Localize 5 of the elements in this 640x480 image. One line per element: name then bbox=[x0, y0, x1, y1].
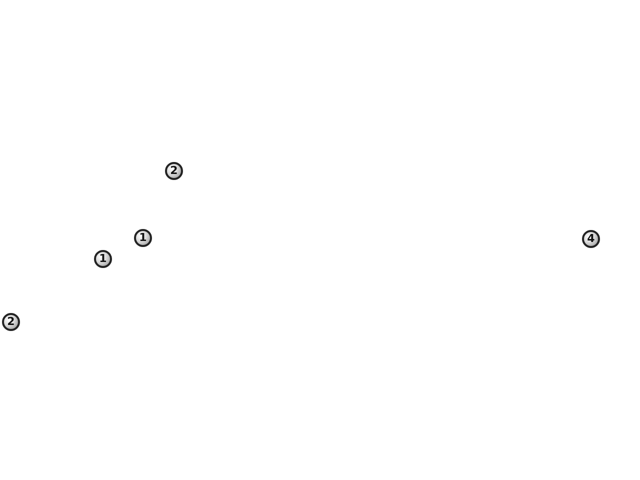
callout-number: 4 bbox=[582, 230, 600, 248]
callout-number: 2 bbox=[165, 162, 183, 180]
callout-number: 1 bbox=[134, 229, 152, 247]
callout-number: 2 bbox=[2, 313, 20, 331]
callout-number: 1 bbox=[94, 250, 112, 268]
